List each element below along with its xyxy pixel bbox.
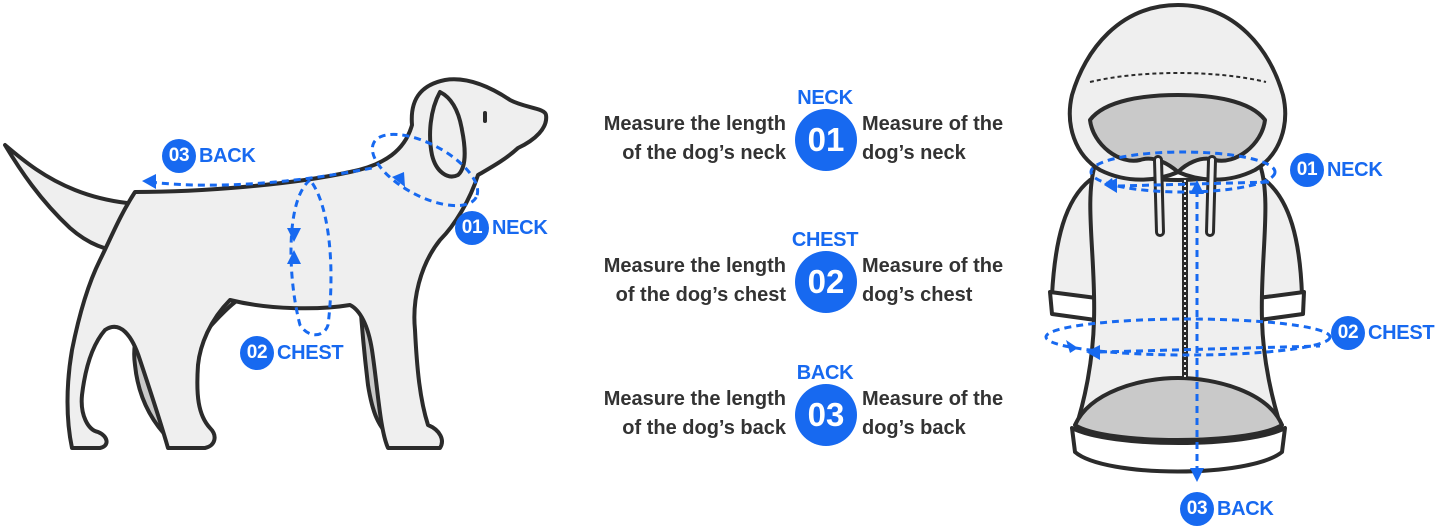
step-chest-left-text: Measure the length of the dog’s chest xyxy=(526,252,786,310)
step-back-right-line2: dog’s back xyxy=(862,417,966,439)
step-neck-number-badge: 01 xyxy=(795,109,857,171)
hoodie-measure-arrowheads xyxy=(1066,178,1204,482)
hoodie-chest-arrowhead-2 xyxy=(1066,340,1078,353)
dog-neck-arrowhead xyxy=(392,172,405,187)
dog-measure-guides xyxy=(149,132,480,337)
hoodie-neck-guide xyxy=(1089,150,1277,194)
hoodie-back-arrowhead-bottom xyxy=(1190,468,1204,482)
dog-label-back-text: BACK xyxy=(199,144,256,167)
dog-measure-arrowheads xyxy=(142,172,405,264)
hoodie-back-arrowhead-top xyxy=(1190,180,1204,194)
step-back-heading: BACK xyxy=(796,362,854,384)
hoodie-hem xyxy=(1070,426,1287,474)
hoodie-label-neck: 01 NECK xyxy=(1290,153,1383,187)
dog-ear xyxy=(428,90,467,179)
dog-chest-guide xyxy=(289,178,333,337)
hoodie-label-neck-badge: 01 xyxy=(1290,153,1324,187)
step-neck-right-text: Measure of the dog’s neck xyxy=(862,110,1003,168)
dog-label-neck: 01 NECK xyxy=(455,211,548,245)
dog-label-neck-badge: 01 xyxy=(455,211,489,245)
step-back-number-badge: 03 xyxy=(795,384,857,446)
dog-label-chest-text: CHEST xyxy=(277,341,344,364)
hoodie-chest-guide xyxy=(1044,317,1332,357)
dog-chest-arrowhead-down xyxy=(287,228,301,242)
step-chest-right-line2: dog’s chest xyxy=(862,284,973,306)
step-chest: CHEST Measure the length of the dog’s ch… xyxy=(570,229,1030,329)
step-back-left-line2: of the dog’s back xyxy=(622,417,786,439)
hoodie-neck-arrowhead-2 xyxy=(1104,178,1116,192)
hoodie-label-chest: 02 CHEST xyxy=(1331,316,1435,350)
step-chest-number-badge: 02 xyxy=(795,251,857,313)
dog-back-guide xyxy=(149,166,373,187)
step-neck-left-text: Measure the length of the dog’s neck xyxy=(526,110,786,168)
step-chest-left-line2: of the dog’s chest xyxy=(615,284,786,306)
step-chest-right-text: Measure of the dog’s chest xyxy=(862,252,1003,310)
step-neck: NECK Measure the length of the dog’s nec… xyxy=(570,87,1030,187)
hoodie-label-chest-badge: 02 xyxy=(1331,316,1365,350)
hoodie-label-back-text: BACK xyxy=(1217,497,1274,520)
hoodie-drawstring-left-fill xyxy=(1156,158,1162,234)
hoodie-hood-seam xyxy=(1089,72,1267,83)
dog-neck-guide xyxy=(370,132,480,208)
step-back: BACK Measure the length of the dog’s bac… xyxy=(570,362,1030,462)
dog-label-chest: 02 CHEST xyxy=(240,336,344,370)
dog-illustration xyxy=(3,77,549,450)
hoodie-chest-line xyxy=(1099,344,1321,354)
dog-label-neck-text: NECK xyxy=(492,216,548,239)
hoodie-measure-guides xyxy=(1044,150,1332,472)
step-back-right-text: Measure of the dog’s back xyxy=(862,385,1003,443)
dog-label-back-badge: 03 xyxy=(162,139,196,173)
step-neck-left-line1: Measure the length xyxy=(603,113,786,135)
step-neck-left-line2: of the dog’s neck xyxy=(622,142,786,164)
step-chest-right-line1: Measure of the xyxy=(862,255,1004,277)
hoodie-bottom-opening xyxy=(1073,376,1284,442)
hoodie-drawstring-right-fill xyxy=(1208,158,1214,234)
hoodie-neck-line xyxy=(1117,180,1271,188)
step-neck-right-line1: Measure of the xyxy=(862,113,1004,135)
step-neck-heading: NECK xyxy=(797,87,853,109)
hoodie-illustration xyxy=(1044,3,1332,482)
step-chest-heading: CHEST xyxy=(791,229,859,251)
dog-back-arrowhead xyxy=(142,174,156,189)
hoodie-label-neck-text: NECK xyxy=(1327,158,1383,181)
hoodie-chest-arrowhead xyxy=(1086,345,1100,360)
step-chest-left-line1: Measure the length xyxy=(603,255,786,277)
step-back-right-line1: Measure of the xyxy=(862,388,1004,410)
step-back-left-line1: Measure the length xyxy=(603,388,786,410)
hoodie-label-back: 03 BACK xyxy=(1180,492,1274,526)
dog-label-chest-badge: 02 xyxy=(240,336,274,370)
step-back-left-text: Measure the length of the dog’s back xyxy=(526,385,786,443)
hoodie-label-back-badge: 03 xyxy=(1180,492,1214,526)
dog-body xyxy=(65,77,549,450)
dog-label-back: 03 BACK xyxy=(162,139,256,173)
dog-chest-arrowhead-up xyxy=(287,250,301,264)
hoodie-label-chest-text: CHEST xyxy=(1368,321,1435,344)
step-neck-right-line2: dog’s neck xyxy=(862,142,966,164)
